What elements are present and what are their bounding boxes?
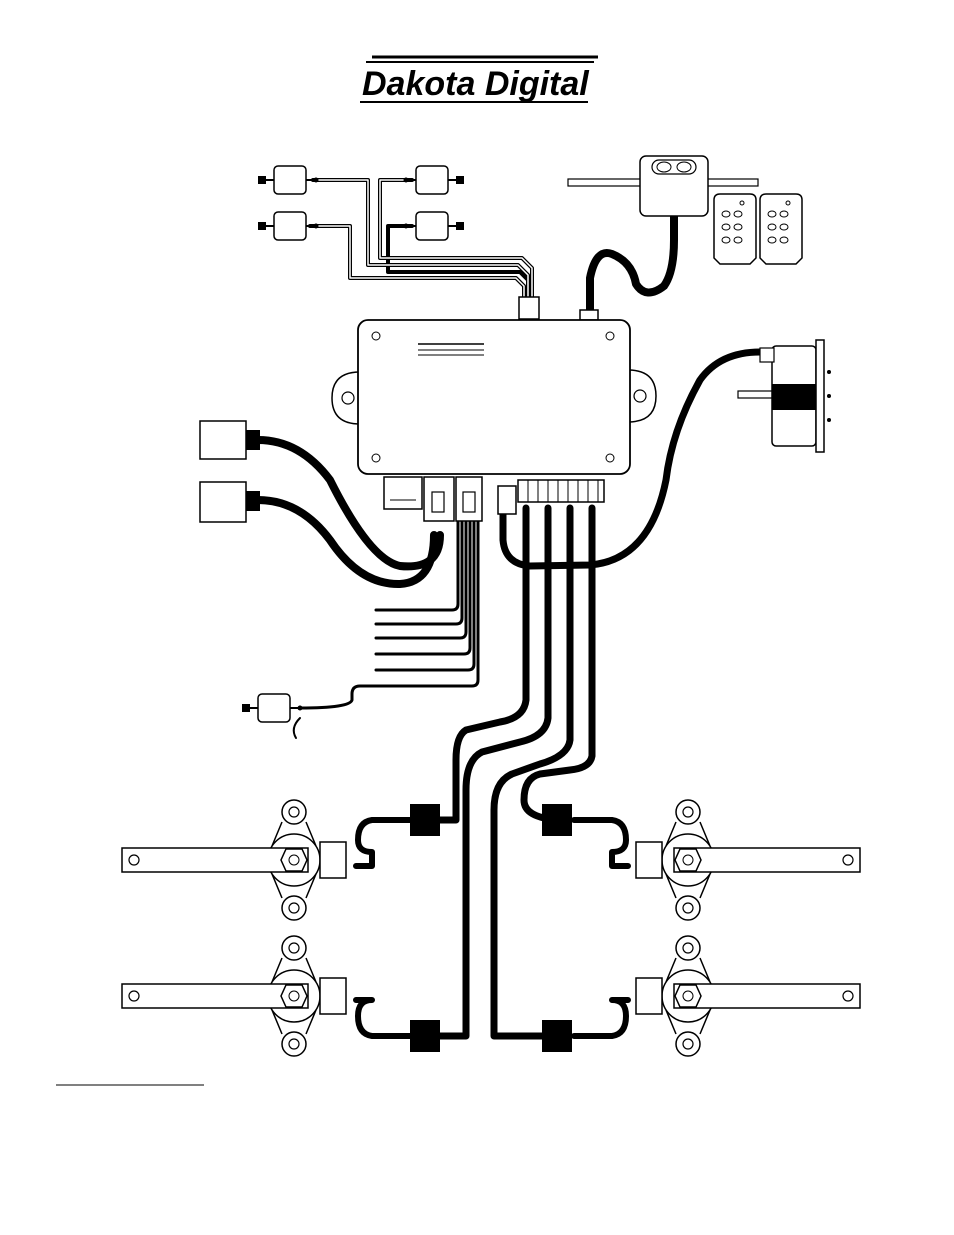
sensor-front-left <box>122 800 346 920</box>
key-fobs <box>714 194 802 264</box>
sensor-front-right <box>636 800 860 920</box>
key-fob-icon <box>714 194 756 264</box>
power-relay <box>384 477 422 509</box>
relay-connector-2 <box>200 482 246 522</box>
valve-icon <box>242 694 303 722</box>
valve-plug <box>519 297 539 319</box>
valve-icon <box>258 212 319 240</box>
connector-block-4 <box>542 1020 572 1052</box>
brand-logo: Dakota Digital <box>360 57 598 103</box>
receiver-plug <box>580 310 598 320</box>
sensor-terminal-strip <box>518 480 604 502</box>
valve-icon <box>404 166 465 194</box>
valve-icon <box>404 212 465 240</box>
key-fob-icon <box>760 194 802 264</box>
relay-connector-1 <box>200 421 246 459</box>
relay-connectors <box>200 421 260 522</box>
solenoid-valves <box>258 166 464 240</box>
dash-gauge <box>738 340 831 452</box>
connector-block-1 <box>410 804 440 836</box>
sensor-rear-right <box>636 936 860 1056</box>
valve-icon <box>258 166 319 194</box>
connector-block-2 <box>542 804 572 836</box>
logo-text: Dakota Digital <box>362 65 590 103</box>
sensor-rear-left <box>122 936 346 1056</box>
gauge-plug <box>498 486 516 514</box>
connector-block-3 <box>410 1020 440 1052</box>
control-module <box>332 320 656 521</box>
